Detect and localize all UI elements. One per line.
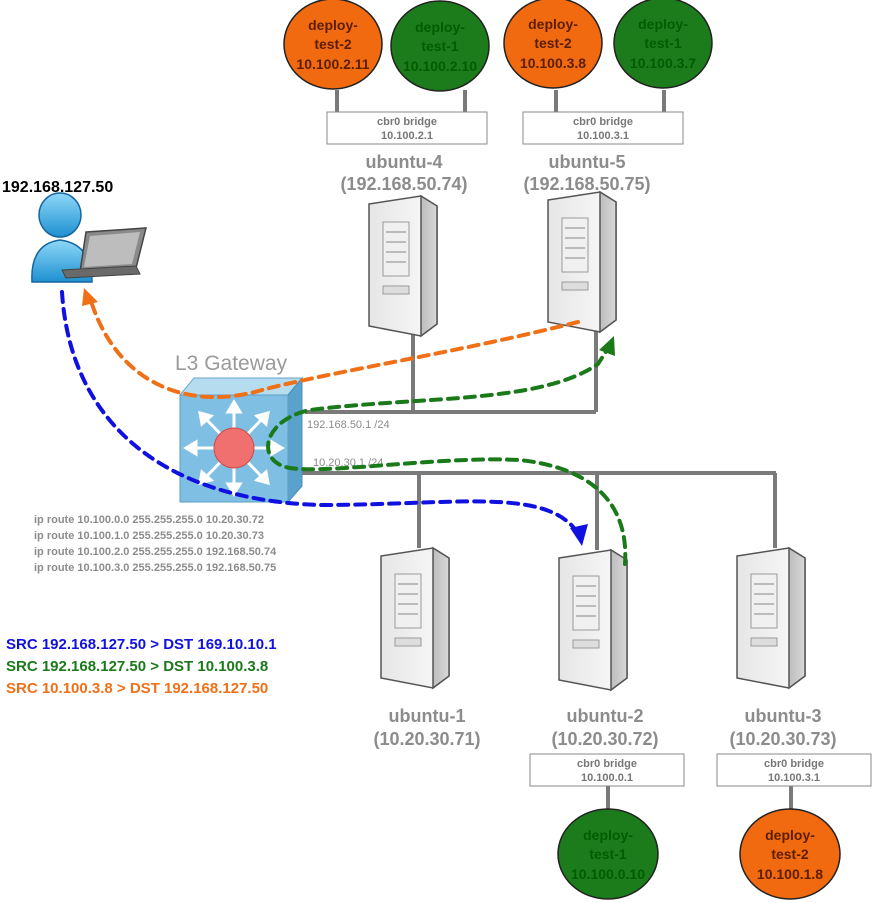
flow-path-blue: [60, 290, 576, 530]
server-ubuntu-3-icon: [736, 547, 806, 689]
bridge-box: [716, 753, 872, 787]
pod-name-line2: test-2: [771, 846, 809, 862]
legend-flow-blue: SRC 192.168.127.50 > DST 169.10.10.1: [6, 636, 277, 653]
pod-ip: 10.100.2.11: [296, 56, 369, 72]
pod-name-line1: deploy-: [765, 827, 815, 843]
bridge-ubuntu-2: cbr0 bridge 10.100.0.1: [529, 753, 685, 787]
legend-flow-green: SRC 192.168.127.50 > DST 10.100.3.8: [6, 658, 268, 675]
bridge-box: [529, 753, 685, 787]
arrowhead-blue: [570, 524, 588, 546]
host-name-ubuntu-3: ubuntu-3: [745, 706, 822, 726]
pod-circle: [739, 808, 841, 900]
flow-path-green: [266, 348, 628, 566]
pod-ip: 10.100.3.8: [520, 55, 586, 71]
route-line: ip route 10.100.3.0 255.255.255.0 192.16…: [34, 562, 276, 574]
host-ip-ubuntu-5: (192.168.50.75): [523, 174, 650, 194]
route-line: ip route 10.100.1.0 255.255.255.0 10.20.…: [34, 530, 264, 542]
bridge-label: cbr0 bridge: [764, 758, 824, 770]
pod-name-line1: deploy-: [638, 16, 688, 32]
pod-deploy-test-1-ubuntu-2: deploy- test-1 10.100.0.10: [557, 808, 659, 900]
host-ip-ubuntu-3: (10.20.30.73): [729, 729, 836, 749]
host-name-ubuntu-2: ubuntu-2: [567, 706, 644, 726]
pod-deploy-test-2-ubuntu-3: deploy- test-2 10.100.1.8: [739, 808, 841, 900]
server-ubuntu-5-icon: [547, 191, 617, 333]
bridge-box: [326, 111, 488, 145]
pod-ip: 10.100.1.8: [757, 866, 823, 882]
route-line: ip route 10.100.2.0 255.255.255.0 192.16…: [34, 546, 277, 558]
server-ubuntu-1-icon: [380, 547, 450, 689]
client-ip: 192.168.127.50: [2, 179, 113, 196]
pod-ip: 10.100.3.7: [630, 55, 696, 71]
pod-circle: [283, 0, 383, 90]
host-ip-ubuntu-2: (10.20.30.72): [551, 729, 658, 749]
pod-circle: [557, 808, 659, 900]
pod-circle: [503, 0, 603, 89]
host-ip-ubuntu-1: (10.20.30.71): [373, 729, 480, 749]
bridge-ip: 10.100.3.1: [577, 130, 629, 142]
route-line: ip route 10.100.0.0 255.255.255.0 10.20.…: [34, 514, 264, 526]
bridge-ubuntu-4: cbr0 bridge 10.100.2.1: [326, 111, 488, 145]
bridge-ip: 10.100.3.1: [768, 772, 820, 784]
server-ubuntu-4-icon: [368, 195, 438, 337]
pod-name-line2: test-1: [589, 846, 627, 862]
network-links: [275, 90, 793, 812]
bridge-ip: 10.100.0.1: [581, 772, 633, 784]
bridge-label: cbr0 bridge: [577, 758, 637, 770]
pod-deploy-test-1-ubuntu-4: deploy- test-1 10.100.2.10: [390, 0, 490, 92]
bridge-box: [522, 111, 684, 145]
flow-path-orange: [88, 296, 580, 399]
pod-circle: [390, 0, 490, 92]
bridge-label: cbr0 bridge: [573, 116, 633, 128]
gateway-title: L3 Gateway: [175, 352, 288, 375]
bridge-label: cbr0 bridge: [377, 116, 437, 128]
bridge-ubuntu-5: cbr0 bridge 10.100.3.1: [522, 111, 684, 145]
server-ubuntu-2-icon: [558, 549, 628, 691]
pod-circle: [613, 0, 713, 89]
bridge-ubuntu-3: cbr0 bridge 10.100.3.1: [716, 753, 872, 787]
pod-name-line1: deploy-: [528, 16, 578, 32]
gateway-ip-upper: 192.168.50.1 /24: [307, 419, 390, 431]
pod-name-line1: deploy-: [583, 827, 633, 843]
bridge-ip: 10.100.2.1: [381, 130, 433, 142]
pod-deploy-test-1-ubuntu-5: deploy- test-1 10.100.3.7: [613, 0, 713, 89]
host-ip-ubuntu-4: (192.168.50.74): [340, 174, 467, 194]
pod-name-line2: test-2: [314, 36, 352, 52]
legend-flow-orange: SRC 10.100.3.8 > DST 192.168.127.50: [6, 680, 268, 697]
pod-deploy-test-2-ubuntu-4: deploy- test-2 10.100.2.11: [283, 0, 383, 90]
pod-name-line2: test-1: [644, 35, 682, 51]
pod-ip: 10.100.0.10: [571, 866, 645, 882]
pod-name-line1: deploy-: [415, 19, 465, 35]
pod-name-line1: deploy-: [308, 17, 358, 33]
pod-name-line2: test-1: [421, 38, 459, 54]
user-laptop-icon: [31, 192, 147, 283]
traffic-flows: [60, 288, 628, 566]
host-name-ubuntu-1: ubuntu-1: [389, 706, 466, 726]
host-name-ubuntu-5: ubuntu-5: [549, 152, 626, 172]
pod-name-line2: test-2: [534, 35, 572, 51]
pod-ip: 10.100.2.10: [403, 58, 477, 74]
arrowhead-orange: [82, 288, 98, 306]
arrowhead-green: [599, 336, 615, 356]
host-name-ubuntu-4: ubuntu-4: [366, 152, 443, 172]
pod-deploy-test-2-ubuntu-5: deploy- test-2 10.100.3.8: [503, 0, 603, 89]
